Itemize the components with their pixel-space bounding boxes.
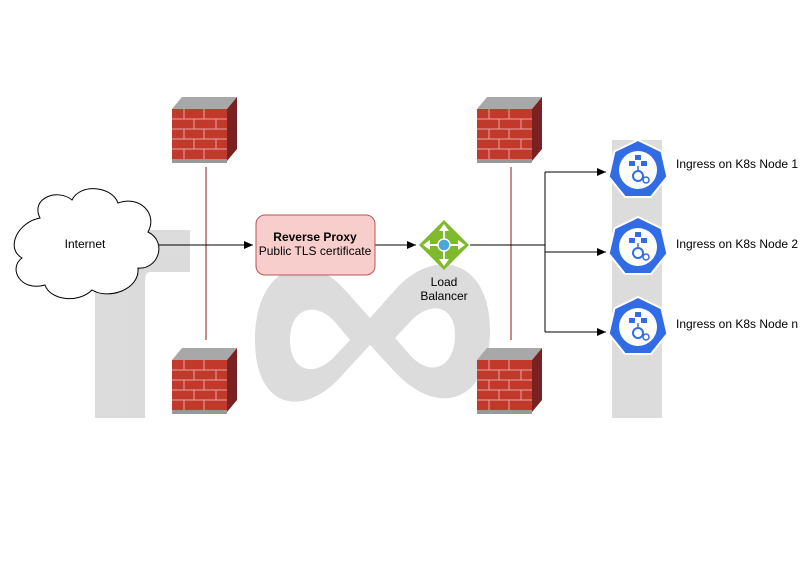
reverse-proxy-node: Reverse Proxy Public TLS certificate bbox=[255, 214, 376, 276]
reverse-proxy-subtitle: Public TLS certificate bbox=[259, 244, 372, 258]
internet-label: Internet bbox=[65, 237, 106, 251]
brick-firewall-icon bbox=[476, 96, 543, 164]
firewall-links bbox=[205, 167, 512, 340]
connectors bbox=[148, 168, 606, 336]
brick-firewall-icon bbox=[171, 347, 238, 415]
load-balancer-icon bbox=[419, 220, 469, 270]
internet-node: Internet bbox=[13, 188, 160, 300]
ingress-node-2: Ingress on K8s Node 2 bbox=[607, 216, 798, 275]
ingress-label: Ingress on K8s Node 1 bbox=[676, 157, 798, 171]
brick-firewall-icon bbox=[171, 96, 238, 164]
ingress-label: Ingress on K8s Node n bbox=[676, 317, 798, 331]
load-balancer-node: Load Balancer bbox=[419, 220, 469, 303]
load-balancer-label-line1: Load bbox=[431, 275, 458, 289]
ingress-node-1: Ingress on K8s Node 1 bbox=[607, 139, 798, 198]
load-balancer-label-line2: Balancer bbox=[420, 289, 467, 303]
cloud-icon bbox=[13, 188, 160, 300]
ingress-label: Ingress on K8s Node 2 bbox=[676, 237, 798, 251]
reverse-proxy-title: Reverse Proxy bbox=[273, 230, 357, 244]
ingress-node-n: Ingress on K8s Node n bbox=[607, 296, 798, 355]
brick-firewall-icon bbox=[476, 347, 543, 415]
